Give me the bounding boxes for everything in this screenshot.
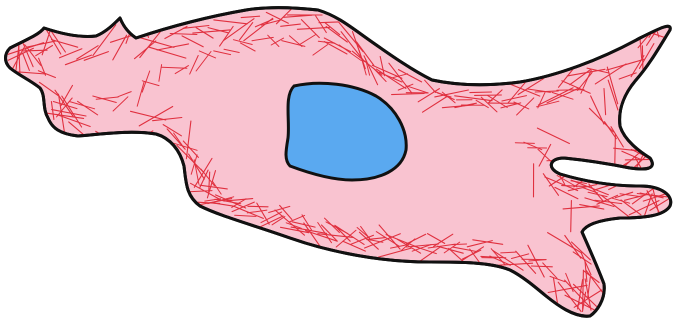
actin-filament (248, 206, 268, 207)
actin-filament (557, 90, 584, 91)
actin-filament (571, 201, 572, 232)
actin-filament (625, 159, 650, 160)
actin-filament (452, 244, 466, 245)
actin-filament (470, 92, 492, 93)
